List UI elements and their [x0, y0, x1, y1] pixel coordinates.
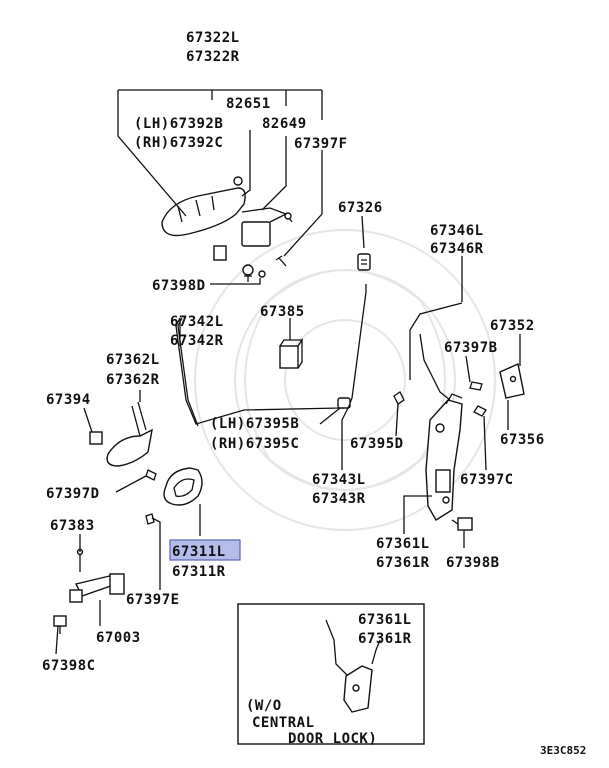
rod-clip-67326-part[interactable]: [357, 253, 371, 271]
label-67322r: 67322R: [186, 49, 240, 65]
label-82649: 82649: [262, 116, 307, 132]
label-67311r: 67311R: [172, 564, 226, 580]
inside-door-handle-67311-part[interactable]: [163, 467, 203, 506]
label-67398c: 67398C: [42, 658, 96, 674]
rod-67346-part[interactable]: [409, 302, 463, 401]
leader-lines: [55, 89, 521, 655]
door-check-67003-part[interactable]: [69, 573, 125, 603]
highlight-box: [169, 539, 241, 561]
label-67361l: 67361L: [376, 536, 430, 552]
bracket-67352-part[interactable]: [499, 363, 525, 399]
label-67311l: 67311L: [172, 544, 226, 560]
weatherstrip-67385-part[interactable]: [279, 337, 304, 369]
labels: 67322L 67322R 82651 (LH)67392B 82649 (RH…: [42, 30, 586, 757]
label-67397d: 67397D: [46, 486, 100, 502]
label-67346r: 67346R: [430, 241, 484, 257]
inset-note-line-3: DOOR LOCK): [288, 731, 377, 747]
label-67343r: 67343R: [312, 491, 366, 507]
screw-67397d-part[interactable]: [145, 469, 157, 481]
screw-67397f-part[interactable]: [275, 255, 287, 267]
outside-door-handle-part[interactable]: [161, 176, 246, 237]
label-67343l: 67343L: [312, 472, 366, 488]
pin-67383-part[interactable]: [76, 548, 84, 573]
label-67322l: 67322L: [186, 30, 240, 46]
label-67342r: 67342R: [170, 333, 224, 349]
label-67394: 67394: [46, 392, 91, 408]
door-latch-67361-part[interactable]: [425, 393, 463, 521]
inset-note-line-2: CENTRAL: [252, 715, 315, 731]
label-67398d: 67398D: [152, 278, 206, 294]
label-67352: 67352: [490, 318, 535, 334]
handle-linkage-part[interactable]: [213, 207, 293, 261]
label-67342l: 67342L: [170, 314, 224, 330]
inset-label-67361l: 67361L: [358, 612, 412, 628]
label-67362r: 67362R: [106, 372, 160, 388]
inset-label-67361r: 67361R: [358, 631, 412, 647]
bolt-67398d-part[interactable]: [242, 264, 266, 282]
label-67383: 67383: [50, 518, 95, 534]
bolt-67398b-part[interactable]: [451, 517, 473, 531]
label-67385: 67385: [260, 304, 305, 320]
screw-67397b-part[interactable]: [469, 381, 483, 391]
label-67397e: 67397E: [126, 592, 180, 608]
label-82651: 82651: [226, 96, 271, 112]
label-67326: 67326: [338, 200, 383, 216]
label-67398b: 67398B: [446, 555, 500, 571]
inset-box: [237, 603, 425, 745]
lock-rod-67343-part[interactable]: [347, 284, 367, 409]
label-67392c: (RH)67392C: [134, 135, 223, 151]
label-67397b: 67397B: [444, 340, 498, 356]
label-67397f: 67397F: [294, 136, 348, 152]
screw-67397e-part[interactable]: [145, 513, 155, 525]
watermark-emblem: [194, 229, 496, 531]
label-67392b: (LH)67392B: [134, 116, 223, 132]
screw-67397c-part[interactable]: [473, 405, 487, 417]
label-67361r: 67361R: [376, 555, 430, 571]
clip-67395-part[interactable]: [337, 397, 351, 409]
inset-note-line-1: (W/O: [246, 698, 282, 714]
label-67362l: 67362L: [106, 352, 160, 368]
label-67395d: 67395D: [350, 436, 404, 452]
remote-link-67362-part[interactable]: [106, 401, 153, 467]
clip-67394-part[interactable]: [89, 431, 103, 445]
label-67346l: 67346L: [430, 223, 484, 239]
diagram-code: 3E3C852: [540, 744, 586, 757]
label-67397c: 67397C: [460, 472, 514, 488]
label-67395c: (RH)67395C: [210, 436, 299, 452]
bolt-67398c-part[interactable]: [53, 615, 67, 634]
screw-67395d-part[interactable]: [393, 391, 405, 405]
label-67395b: (LH)67395B: [210, 416, 299, 432]
label-67356: 67356: [500, 432, 545, 448]
label-67003: 67003: [96, 630, 141, 646]
